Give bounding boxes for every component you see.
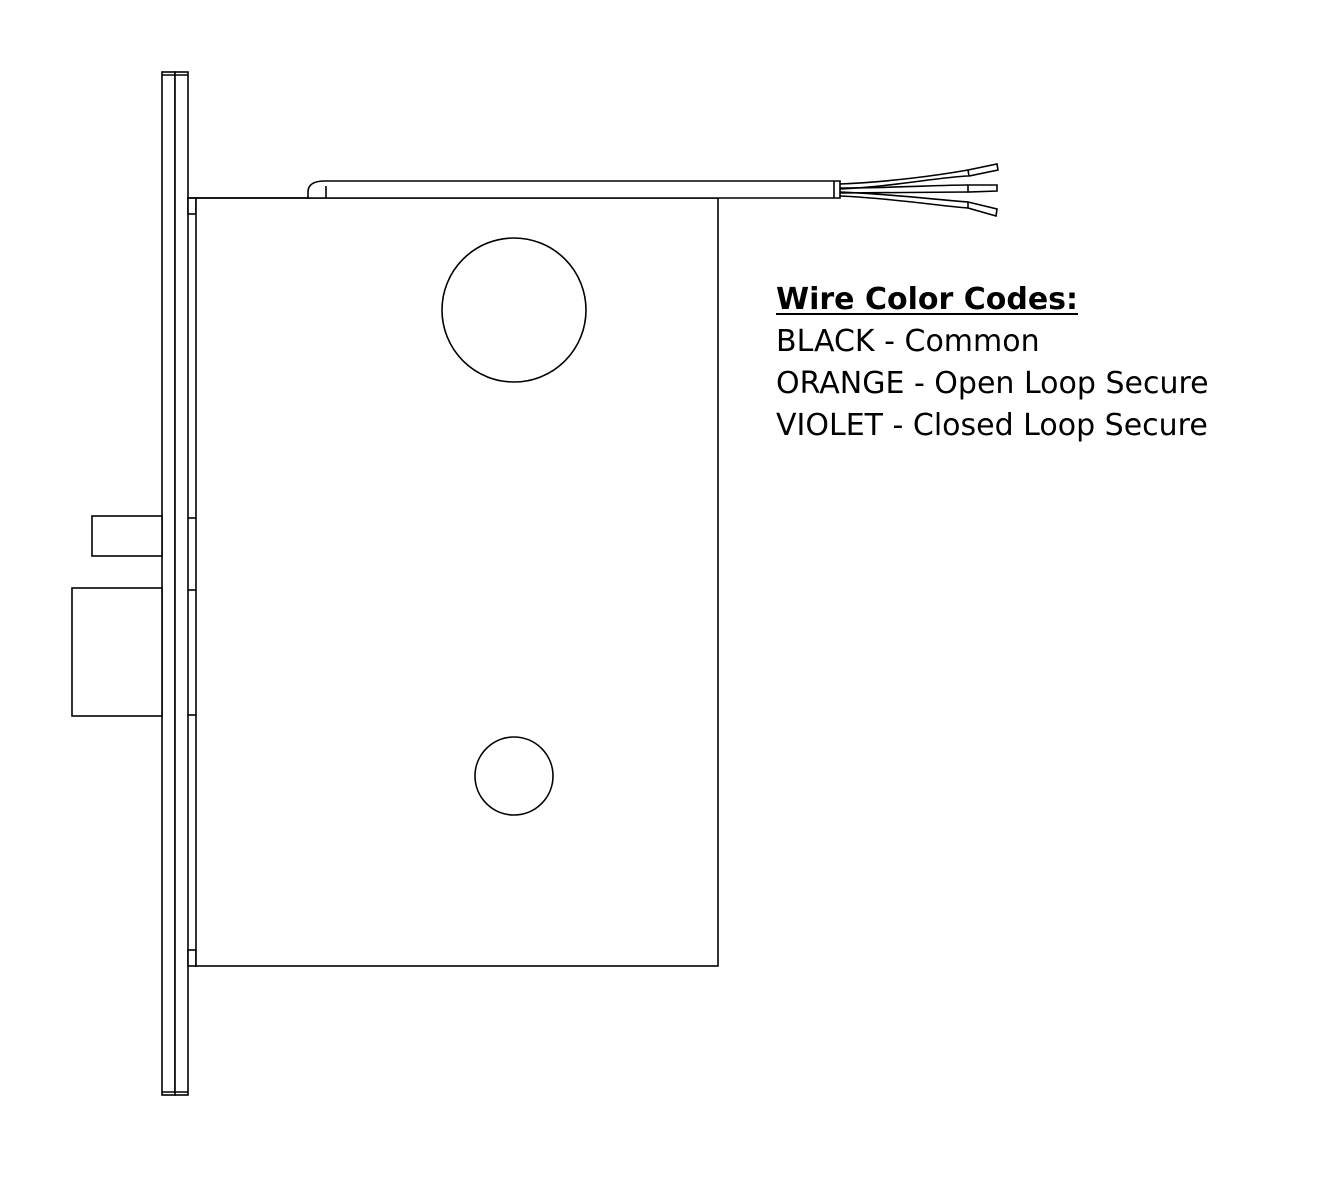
legend-row-orange: ORANGE - Open Loop Secure bbox=[776, 366, 1209, 401]
legend-row-violet: VIOLET - Closed Loop Secure bbox=[776, 408, 1208, 443]
latch-bolt bbox=[91, 515, 163, 557]
face-plate bbox=[161, 71, 189, 1096]
wire-color-legend: Wire Color Codes: BLACK - Common ORANGE … bbox=[776, 279, 1209, 447]
lower-cylinder-bore bbox=[474, 736, 554, 816]
wire-leads bbox=[839, 163, 999, 218]
legend-row-black: BLACK - Common bbox=[776, 324, 1040, 359]
deadbolt bbox=[71, 587, 163, 717]
legend-title: Wire Color Codes: bbox=[776, 282, 1079, 317]
mounting-tabs bbox=[187, 197, 197, 967]
lock-case-body bbox=[188, 197, 719, 967]
upper-hub-bore bbox=[441, 237, 587, 383]
wire-harness-sheath bbox=[307, 180, 841, 199]
